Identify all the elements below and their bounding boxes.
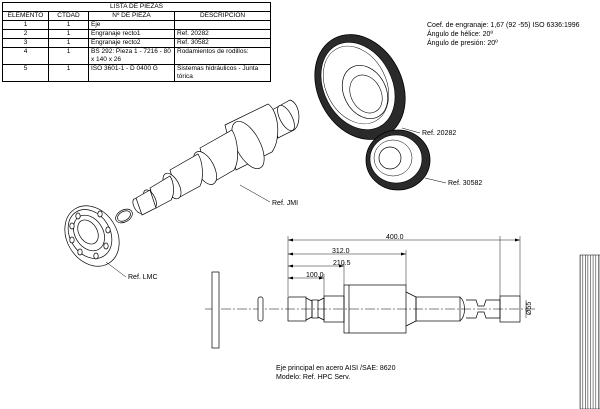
gear-callout-leaders — [401, 127, 447, 184]
parts-list-table: LISTA DE PIEZAS ELEMENTO CTDAD Nº DE PIE… — [1, 2, 272, 82]
dimension-210: 210.5 — [333, 260, 351, 267]
gear-small-callout: Ref. 30582 — [448, 180, 482, 187]
gear-edge-view — [579, 254, 600, 409]
helix-angle-note: Ángulo de hélice: 20º — [427, 31, 493, 38]
dimension-overall: 400.0 — [386, 234, 404, 241]
gear-large-callout: Ref. 20282 — [422, 130, 456, 137]
shaft-callout-leader — [239, 184, 271, 203]
large-gear — [314, 34, 406, 140]
description-cell: Sistemas hidráulicos - Junta tórica — [173, 64, 272, 82]
shaft-callout: Ref. JMI — [272, 200, 298, 207]
dimension-diameter: Ø55 — [526, 302, 533, 315]
dimension-arrows — [288, 238, 520, 280]
bearing-callout: Ref. LMC — [128, 274, 158, 281]
roller-bearing — [64, 205, 120, 267]
model-note: Modelo: Ref. HPC Serv. — [276, 374, 351, 381]
material-note: Eje principal en acero AISI /SAE: 8620 — [276, 365, 396, 372]
pressure-angle-note: Ángulo de presión: 20º — [427, 40, 498, 47]
small-gear — [365, 129, 431, 191]
shaft-isometric — [132, 99, 300, 216]
qty-cell: 1 — [48, 64, 89, 82]
shaft-side-view — [205, 271, 535, 349]
bearing-callout-leader — [105, 261, 127, 278]
dimension-lines — [287, 236, 527, 318]
dimension-100: 100.0 — [306, 272, 324, 279]
o-ring — [115, 208, 133, 224]
gear-coefficient-note: Coef. de engranaje: 1,67 (92 -55) ISO 63… — [427, 22, 580, 29]
dimension-312: 312.0 — [332, 248, 350, 255]
table-row: 5 1 ISO 3601-1 - D 0400 G Sistemas hidrá… — [2, 64, 272, 82]
